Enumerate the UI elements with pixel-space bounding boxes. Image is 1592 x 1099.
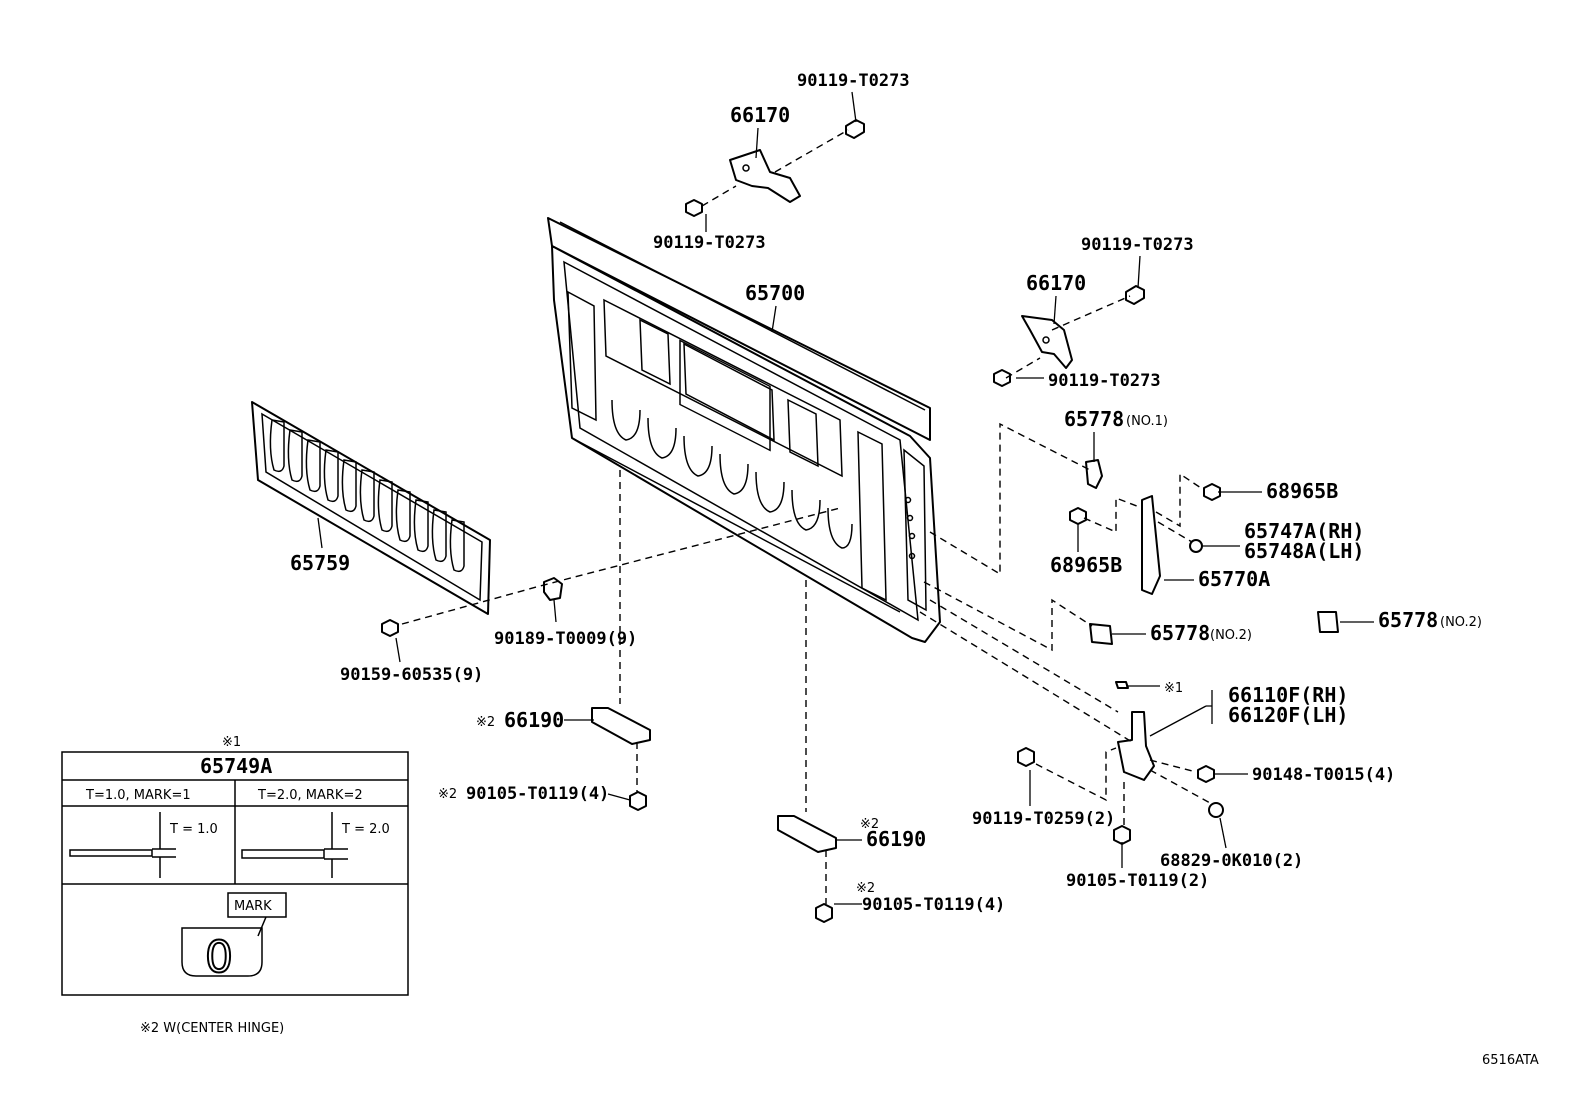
center-hinge-66190-1 [591, 707, 651, 745]
label-bracket-no2a: 65778 [1150, 621, 1210, 645]
label-center-bolt-2-mark: ※2 [856, 881, 875, 896]
support-65770A [1141, 495, 1161, 595]
label-lower-hinge-rh: 66110F(RH) [1228, 683, 1348, 707]
label-tailgate: 65700 [745, 281, 805, 305]
label-center-bolt-2: 90105-T0119(4) [862, 895, 1005, 915]
label-bumper-1: 68965B [1266, 479, 1338, 503]
shim-table-mark: ※1 [222, 735, 241, 750]
label-bracket-no2a-suffix: (NO.2) [1210, 628, 1252, 643]
label-center-hinge-1-mark: ※2 [476, 715, 495, 730]
label-nut-lower: 68829-0K010(2) [1160, 851, 1303, 871]
label-bolt-right-1: 90119-T0273 [1081, 235, 1194, 255]
shim-table: ※1 65749A T=1.0, MARK=1 T=2.0, MARK=2 T … [61, 735, 409, 996]
label-shim-mark: ※1 [1164, 681, 1183, 696]
shim-table-title: 65749A [200, 754, 272, 778]
upper-hinge-left [729, 149, 801, 203]
label-bolt-lower-1: 90119-T0259(2) [972, 809, 1115, 829]
label-center-hinge-2-mark: ※2 [860, 817, 879, 832]
shim-col2-header: T=2.0, MARK=2 [257, 788, 363, 803]
gate-cover-65759 [251, 401, 491, 615]
label-center-bolt-1: 90105-T0119(4) [466, 784, 609, 804]
label-center-bolt-1-mark: ※2 [438, 787, 457, 802]
label-bushing-rh: 65747A(RH) [1244, 519, 1364, 543]
label-upper-hinge-left: 66170 [730, 103, 790, 127]
label-screw: 90159-60535(9) [340, 665, 483, 685]
lower-hinge-66110F [1115, 681, 1155, 781]
shim-col1-thickness: T = 1.0 [169, 822, 218, 837]
label-bracket-no2b-suffix: (NO.2) [1440, 615, 1482, 630]
label-bolt-top-1: 90119-T0273 [797, 71, 910, 91]
label-bolt-lower-2: 90105-T0119(2) [1066, 871, 1209, 891]
label-bracket-no1-suffix: (NO.1) [1126, 414, 1168, 429]
bracket-65778-no1 [1085, 459, 1103, 489]
center-hinge-66190-2 [777, 815, 837, 853]
leader-lines [317, 91, 1374, 905]
footnote: ※2 W(CENTER HINGE) [140, 1021, 284, 1036]
label-bolt-top-2: 90119-T0273 [653, 233, 766, 253]
label-clip: 90189-T0009(9) [494, 629, 637, 649]
diagram-id: 6516ATA [1482, 1053, 1539, 1068]
label-bracket-no1: 65778 [1064, 407, 1124, 431]
assembly-lines [401, 129, 1213, 904]
label-center-hinge-1: 66190 [504, 708, 564, 732]
label-lower-hinge-lh: 66120F(LH) [1228, 703, 1348, 727]
bracket-65778-no2b [1317, 611, 1339, 633]
shim-col1-header: T=1.0, MARK=1 [85, 788, 191, 803]
label-gate-cover: 65759 [290, 551, 350, 575]
label-upper-hinge-right: 66170 [1026, 271, 1086, 295]
tailgate-65700 [547, 217, 941, 643]
upper-hinge-right [1021, 315, 1073, 369]
label-support: 65770A [1198, 567, 1270, 591]
bracket-65778-no2a [1089, 623, 1113, 645]
label-bracket-no2b: 65778 [1378, 608, 1438, 632]
shim-mark-glyph: 0 [205, 932, 233, 983]
label-bolt-right-2: 90119-T0273 [1048, 371, 1161, 391]
part-labels: 90119-T0273 66170 90119-T0273 65700 9011… [290, 71, 1482, 915]
shim-col2-thickness: T = 2.0 [341, 822, 390, 837]
label-screw-lower: 90148-T0015(4) [1252, 765, 1395, 785]
label-bushing-lh: 65748A(LH) [1244, 539, 1364, 563]
label-bumper-2: 68965B [1050, 553, 1122, 577]
shim-mark-label: MARK [234, 899, 272, 914]
label-center-hinge-2: 66190 [866, 827, 926, 851]
